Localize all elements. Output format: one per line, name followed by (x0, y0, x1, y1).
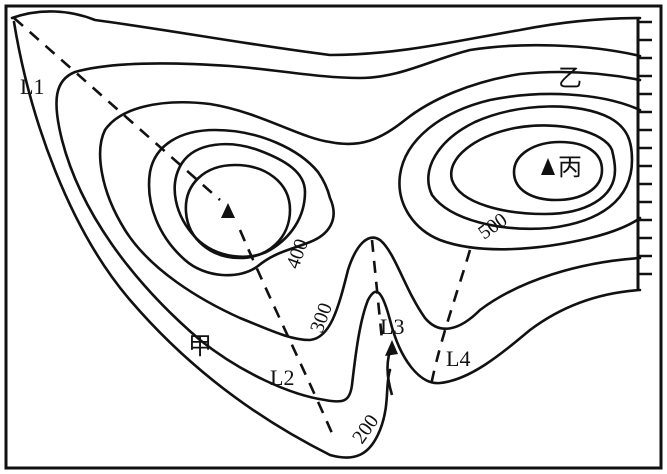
contour-summit-right (512, 140, 604, 202)
contour-300 (55, 43, 642, 403)
line-label-l1: L1 (20, 74, 44, 99)
contour-600-left (173, 142, 307, 259)
line-label-l4: L4 (446, 346, 470, 371)
contour-200 (10, 10, 642, 459)
line-label-l2: L2 (270, 365, 294, 390)
line-l4 (428, 249, 472, 391)
dashed-lines (13, 17, 472, 441)
contour-400 (98, 70, 642, 342)
point-label-bing: 丙 (558, 153, 582, 181)
elevation-label-500: 500 (474, 209, 511, 244)
contour-500-right (398, 92, 642, 251)
line-label-l3: L3 (380, 314, 404, 339)
contour-summit-left (184, 163, 292, 260)
point-label-jia: 甲 (188, 332, 212, 360)
contour-lines (10, 10, 642, 459)
peak-triangle-icon (541, 158, 555, 175)
line-l1 (13, 17, 221, 201)
point-label-yi: 乙 (558, 64, 582, 92)
line-l2 (238, 229, 337, 441)
peak-triangle-icon (221, 203, 235, 218)
elevation-label-200: 200 (348, 411, 383, 448)
line-l3 (370, 239, 384, 341)
cliff-hatch-icon (636, 18, 652, 290)
contour-600-right (427, 105, 634, 230)
flow-arrow-icon (385, 340, 398, 396)
contour-700-right (449, 124, 617, 216)
elevation-label-300: 300 (306, 300, 337, 336)
contour-500-left (147, 128, 335, 277)
map-frame (4, 4, 663, 470)
